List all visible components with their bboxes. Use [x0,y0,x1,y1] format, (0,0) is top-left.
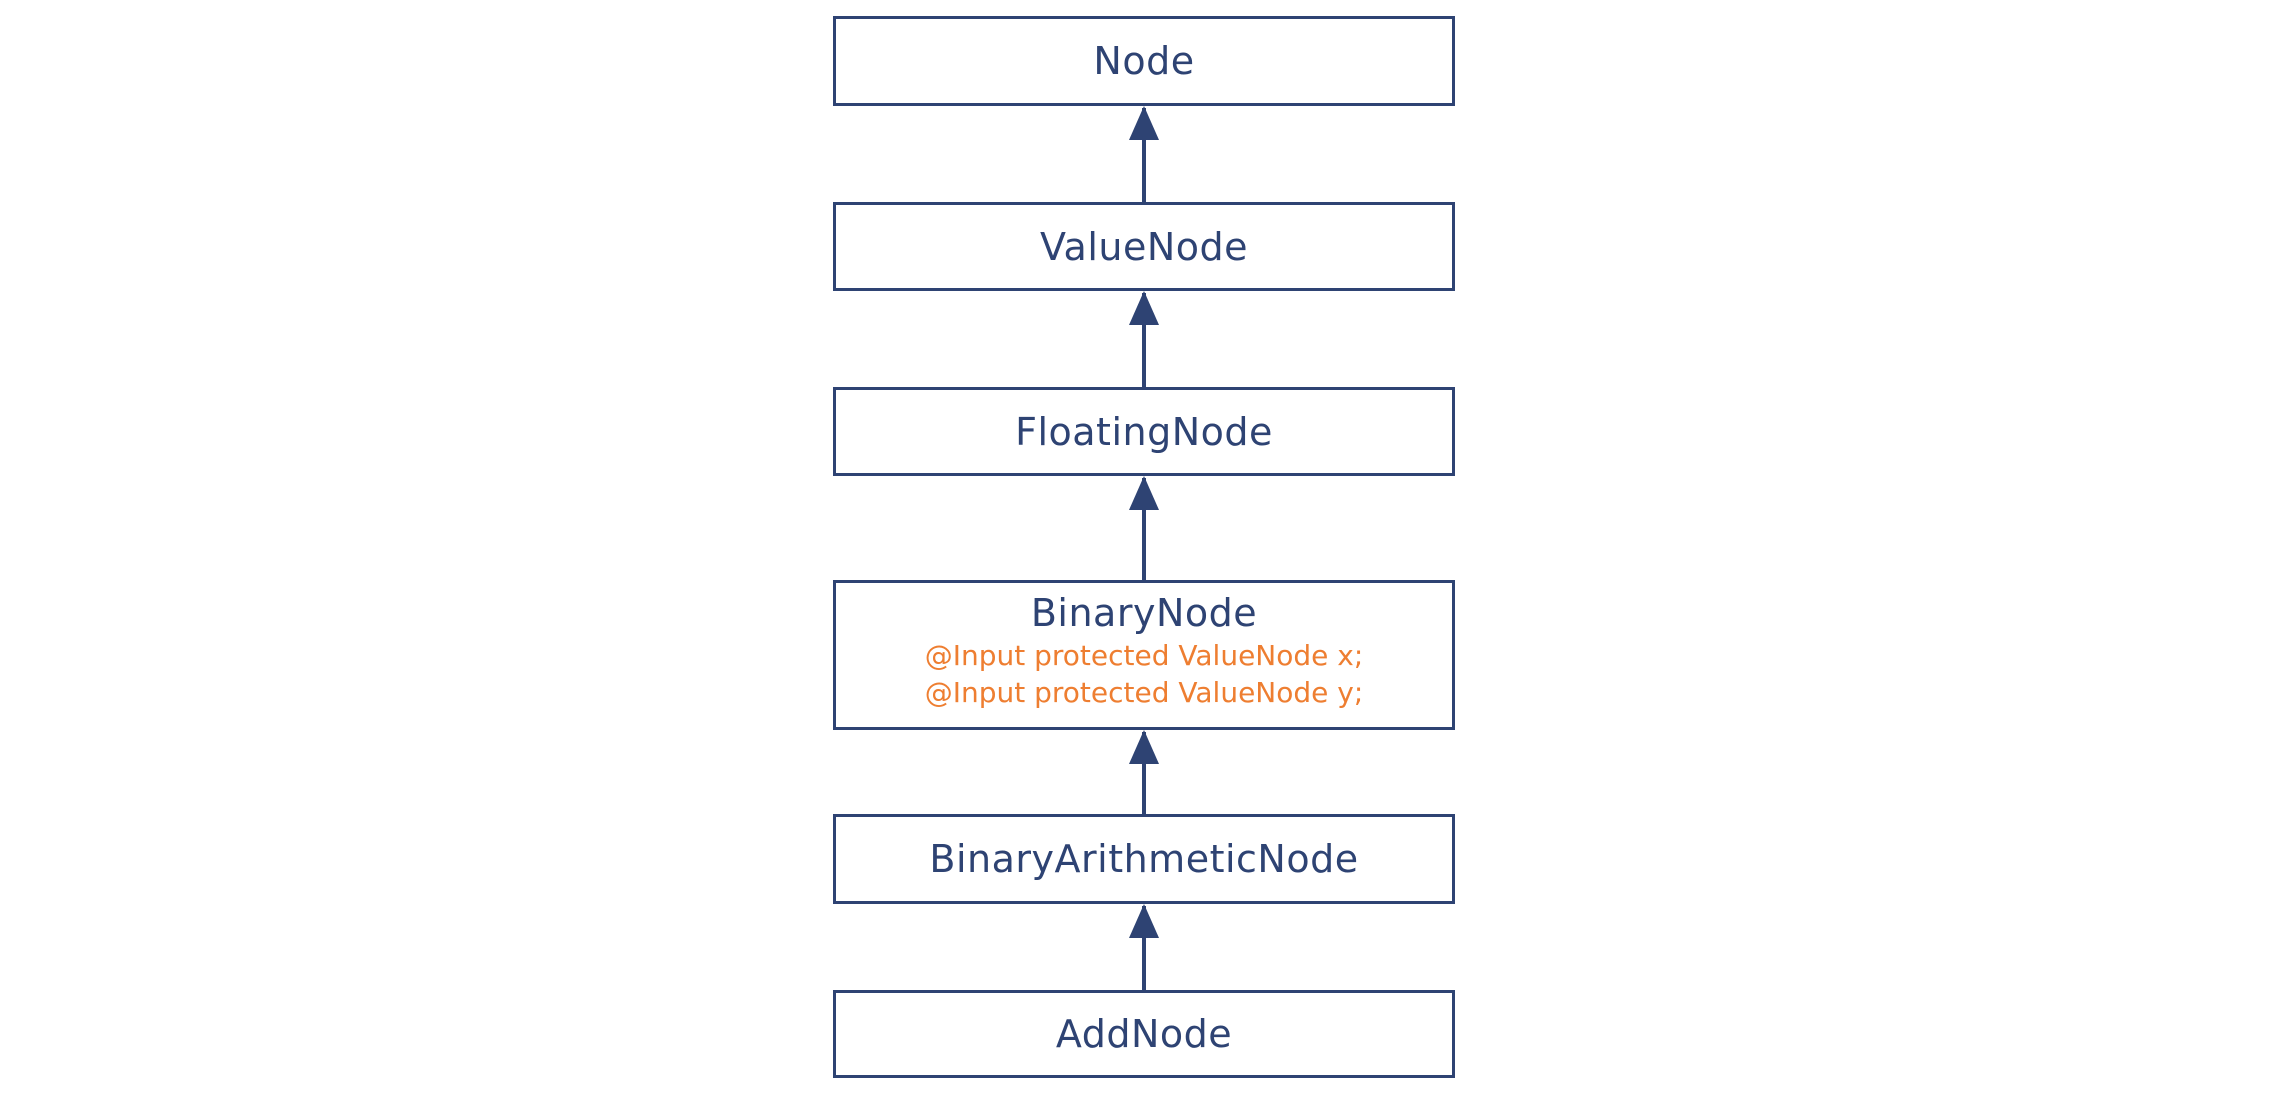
arrowhead-up-icon [1129,730,1159,764]
inheritance-arrow-addnode-to-binaryarithmeticnode [1129,904,1159,990]
arrow-line [1142,293,1146,387]
class-name-valuenode: ValueNode [1039,224,1249,269]
arrowhead-up-icon [1129,291,1159,325]
arrowhead-up-icon [1129,904,1159,938]
class-attribute-y: @Input protected ValueNode y; [924,676,1364,709]
class-name-floatingnode: FloatingNode [1015,409,1273,454]
arrowhead-up-icon [1129,476,1159,510]
class-box-node: Node [833,16,1455,106]
class-name-binaryarithmeticnode: BinaryArithmeticNode [929,837,1359,881]
arrow-line [1142,732,1146,814]
inheritance-arrow-binarynode-to-floatingnode [1129,476,1159,580]
arrow-line [1142,906,1146,990]
inheritance-arrow-binaryarithmeticnode-to-binarynode [1129,730,1159,814]
class-box-binarynode: BinaryNode @Input protected ValueNode x;… [833,580,1455,730]
arrow-line [1142,478,1146,580]
class-name-node: Node [1093,39,1195,83]
class-attribute-x: @Input protected ValueNode x; [924,639,1364,672]
class-name-binarynode: BinaryNode [1030,591,1258,635]
class-box-binaryarithmeticnode: BinaryArithmeticNode [833,814,1455,904]
class-box-addnode: AddNode [833,990,1455,1078]
class-name-addnode: AddNode [1055,1012,1233,1056]
inheritance-arrow-valuenode-to-node [1129,106,1159,202]
class-box-valuenode: ValueNode [833,202,1455,291]
arrowhead-up-icon [1129,106,1159,140]
arrow-line [1142,108,1146,202]
inheritance-arrow-floatingnode-to-valuenode [1129,291,1159,387]
class-box-floatingnode: FloatingNode [833,387,1455,476]
